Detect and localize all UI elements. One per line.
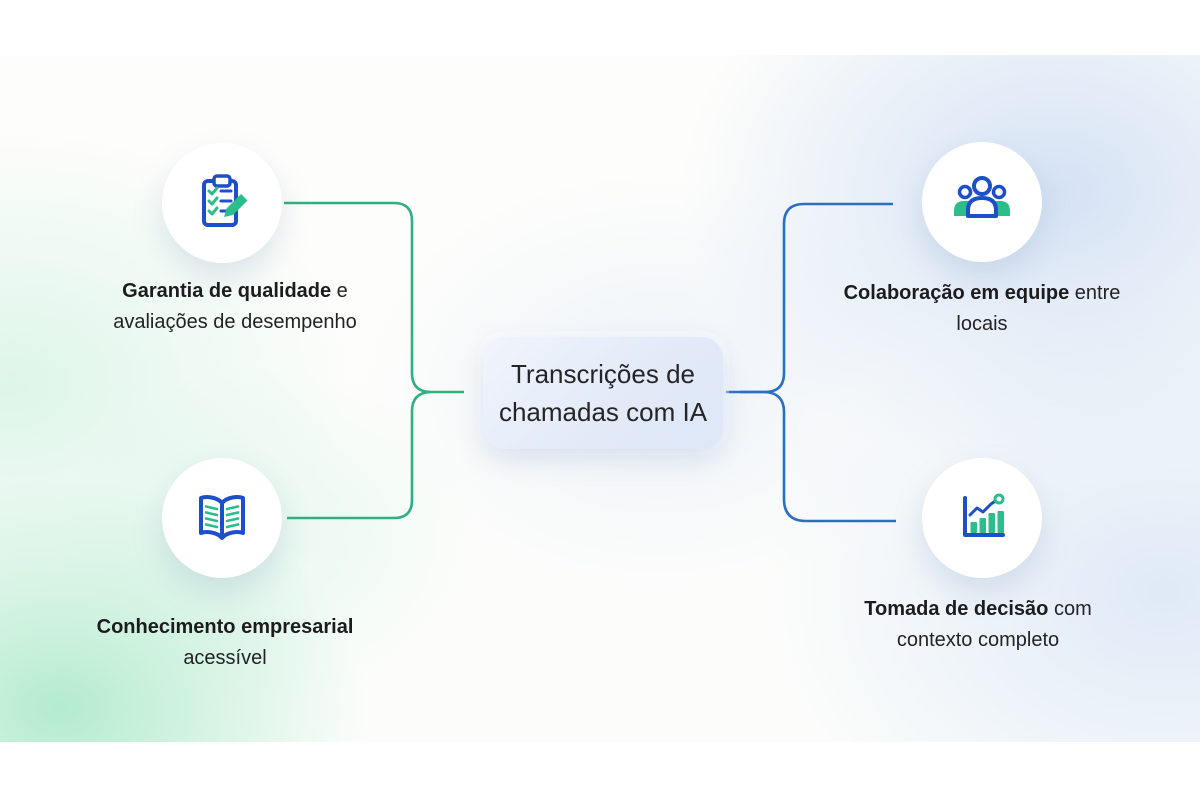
arrow-center-to-collaboration xyxy=(726,202,893,394)
collaboration-label: Colaboração em equipe entre locais xyxy=(842,278,1122,340)
growth-chart-icon xyxy=(963,493,1005,537)
decision-label: Tomada de decisão com contexto completo xyxy=(828,594,1128,656)
quality-icon-circle xyxy=(162,143,282,263)
center-topic-label: Transcrições de chamadas com IA xyxy=(498,359,708,427)
clipboard-checklist-icon xyxy=(202,174,248,227)
open-book-icon xyxy=(199,495,245,540)
collaboration-label-rest: entre locais xyxy=(956,282,1121,335)
quality-label: Garantia de qualidade e avaliações de de… xyxy=(85,276,385,338)
team-people-icon xyxy=(954,176,1010,218)
quality-label-bold: Garantia de qualidade xyxy=(122,280,332,302)
arrow-center-to-decision xyxy=(740,390,896,523)
center-topic-node: Transcrições de chamadas com IA xyxy=(483,337,723,449)
knowledge-label-bold: Conhecimento empresarial xyxy=(96,616,354,638)
collaboration-label-bold: Colaboração em equipe xyxy=(843,282,1070,304)
arrow-quality-to-center xyxy=(284,201,464,394)
decision-label-rest: com contexto completo xyxy=(896,598,1092,651)
arrow-knowledge-to-center xyxy=(287,390,431,520)
knowledge-label-rest: acessível xyxy=(183,647,267,669)
knowledge-icon-circle xyxy=(162,458,282,578)
knowledge-label: Conhecimento empresarial acessível xyxy=(65,612,385,674)
collaboration-icon-circle xyxy=(922,142,1042,262)
quality-label-rest: e avaliações de desempenho xyxy=(113,280,357,333)
decision-icon-circle xyxy=(922,458,1042,578)
decision-label-bold: Tomada de decisão xyxy=(864,598,1049,620)
